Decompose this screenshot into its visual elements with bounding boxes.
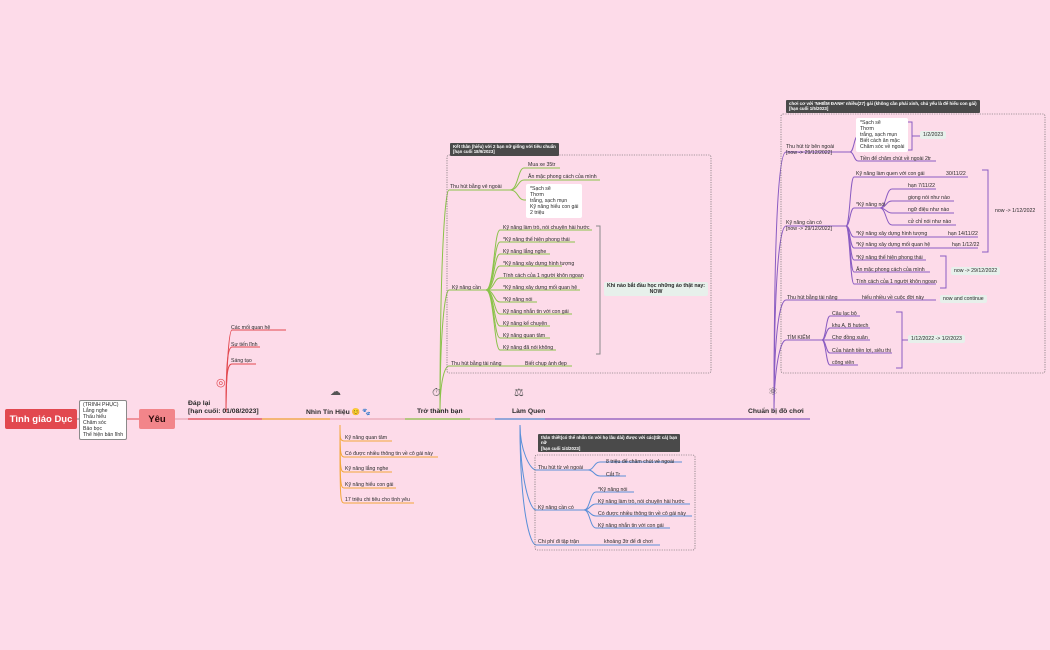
ngoai-label[interactable]: Thu hút bằng vẻ ngoài [450,184,502,190]
kynang-summary[interactable]: Khi nào bắt đầu học những áo thật nay: N… [604,282,708,296]
branch-lam-quen[interactable]: Làm Quen [512,408,546,415]
kynang-item[interactable]: *Kỹ năng nói [503,297,533,303]
tainang-item[interactable]: Biết chụp ảnh đẹp [525,361,567,367]
cb-ngoai-note: *Sạch sẽ Thơm trắng, sạch mụn Biết cách … [856,118,909,152]
cb-timkiem-item[interactable]: Của hành tiền lợi, siêu thị [832,348,891,354]
atom-icon: ⚛ [768,386,778,398]
branch-tro-thanh-ban[interactable]: Trở thành bạn [417,408,463,415]
ngoai-item[interactable]: Ăn mặc phong cách của mình [528,174,597,180]
branch-dap-lai[interactable]: Đáp lại [hạn cuối: 01/08/2023] [188,400,259,415]
kynang-item[interactable]: Tính cách của 1 người khôn ngoan [503,273,584,279]
cb-ngoai-label[interactable]: Thu hút từ bên ngoài [now -> 29/12/2022] [786,144,835,156]
cb-kn-noi-item[interactable]: hạn 7/11/22 [908,183,936,189]
target-icon: ◎ [216,377,226,389]
cb-kn-tinhcach[interactable]: Tính cách của 1 người khôn ngoan [856,279,937,285]
cb-timkiem-label[interactable]: TÌM KIẾM [787,335,811,341]
lq-kynang-item[interactable]: Kỹ năng làm trò, nói chuyện hài hước [598,499,685,505]
cb-kn-hinhtuong-date[interactable]: hạn 14/11/22 [948,231,978,237]
lq-kynang-item[interactable]: *Kỹ năng nói [598,487,628,493]
dap-lai-item[interactable]: Các mối quan hệ [231,325,271,331]
dap-lai-item[interactable]: Sự tiến lĩnh [231,342,258,348]
kynang-item[interactable]: Kỹ năng đã nói không [503,345,554,351]
cb-tainang-item[interactable]: hiểu nhiều về cuộc đời này [862,295,924,301]
cb-tainang-date[interactable]: now and continue [940,295,987,303]
kynang-item[interactable]: Kỹ năng quan tâm [503,333,546,339]
kynang-item[interactable]: *Kỹ năng thể hiện phong thái [503,237,570,243]
branch-chuan-bi[interactable]: Chuẩn bị đồ chơi [748,408,804,415]
cb-kn-noi-item[interactable]: giọng nói như nào [908,195,950,201]
dap-lai-item[interactable]: Sáng tạo [231,358,252,364]
ngoai-item[interactable]: Mua xe 35tr [528,162,556,168]
cb-kn-now2[interactable]: now -> 29/12/2022 [951,267,1001,275]
root-node[interactable]: Tình giáo Dục [5,409,77,429]
cb-kn-moiquanhe[interactable]: *Kỹ năng xây dựng mối quan hệ [856,242,931,248]
cb-kn-noi[interactable]: *Kỹ năng nói [856,202,886,208]
yeu-note: (TRINH PHỤC) Lắng nghe Thấu hiểu Chăm só… [79,400,128,440]
nhin-tin-hieu-item[interactable]: Có được nhiều thông tin về cô gái này [345,451,433,457]
cb-kn-moiquanhe-date[interactable]: hạn 1/12/22 [952,242,980,248]
cb-kn-hinhtuong[interactable]: *Kỹ năng xây dựng hình tượng [856,231,928,237]
cb-kn-noi-item[interactable]: cử chỉ nói như nào [908,219,952,225]
chuan-bi-header: chơi cơ với 'NHIỀM ĐANH' nhiều(27) gái (… [786,100,980,113]
nhin-tin-hieu-item[interactable]: Kỹ năng hiểu con gái [345,482,394,488]
nhin-tin-hieu-item[interactable]: Kỹ năng lắng nghe [345,466,389,472]
cb-timkiem-item[interactable]: Câu lạc bộ [832,311,857,317]
cb-ngoai-item[interactable]: Tiền để chăm chút về ngoài 2tr [860,156,932,162]
lq-chiphi-label[interactable]: Chi phí đi tập trận [538,539,579,545]
cb-kn-lamquen[interactable]: Kỹ năng làm quen với con gái [856,171,925,177]
lq-kynang-item[interactable]: Có được nhiều thông tin về cô gái này [598,511,686,517]
lq-ngoai-label[interactable]: Thu hút từ vẻ ngoài [538,465,584,471]
yeu-node[interactable]: Yêu [139,409,175,429]
lq-kynang-item[interactable]: Kỹ năng nhắn tin với con gái [598,523,664,529]
cb-kn-lamquen-date[interactable]: 30/11/22 [946,171,966,177]
cb-ngoai-date[interactable]: 1/2/2023 [920,131,947,139]
cb-timkiem-item[interactable]: khu A, B hutech [832,323,869,329]
lq-kynang-label[interactable]: Kỹ năng cần có [538,505,574,511]
kynang-item[interactable]: Kỹ năng nhắn tin với con gái [503,309,569,315]
cb-tainang-label[interactable]: Thu hút bằng tài năng [787,295,838,301]
rain-cloud-icon: ☁ [330,386,341,398]
lq-ngoai-item[interactable]: 8 triệu để chăm chút vẻ ngoài [606,459,675,465]
lq-chiphi-item[interactable]: khoảng 3tr để đi chơi [604,539,653,545]
tainang-label[interactable]: Thu hút bằng tài năng [451,361,502,367]
cb-kynang-label[interactable]: Kỹ năng cần có [now -> 29/12/2022] [786,220,833,232]
nhin-tin-hieu-item[interactable]: Kỹ năng quan tâm [345,435,388,441]
cb-timkiem-date[interactable]: 1/12/2022 -> 1/2/2023 [908,335,965,343]
stopwatch-icon: ⏱ [432,387,441,399]
nhin-tin-hieu-item[interactable]: 17 triệu chi tiêu cho tình yêu [345,497,410,503]
tro-thanh-ban-header: Kết thân (hiểu) với 2 bạn nữ giống với t… [450,143,559,156]
cb-timkiem-item[interactable]: Chợ đồng xuân [832,335,868,341]
lq-ngoai-item[interactable]: Cắt Tr [606,472,621,478]
cb-kn-anmac[interactable]: Ăn mặc phong cách của mình [856,267,925,273]
kynang-item[interactable]: *Kỹ năng xây dựng hình tượng [503,261,575,267]
kynang-item[interactable]: *Kỹ năng xây dựng mối quan hệ [503,285,578,291]
newton-cradle-icon: ⚖ [514,387,524,399]
cb-timkiem-item[interactable]: công viên [832,360,855,366]
cb-kn-phongthai[interactable]: *Kỹ năng thể hiện phong thái [856,255,923,261]
branch-nhin-tin-hieu[interactable]: Nhìn Tín Hiệu 😊 🐾 [306,409,371,416]
kynang-item[interactable]: Kỹ năng lắng nghe [503,249,547,255]
cb-kn-now1[interactable]: now -> 1/12/2022 [995,208,1036,214]
lam-quen-header: thân thiết(có thể nhắn tin với họ lâu dà… [538,434,681,453]
kynang-label[interactable]: Kỹ năng cần [452,285,481,291]
kynang-item[interactable]: Kỹ năng làm trò, nói chuyện hài hước [503,225,590,231]
ngoai-note: *Sạch sẽ Thơm trắng, sạch mụn Kỹ năng hi… [526,184,583,218]
cb-kn-noi-item[interactable]: ngữ điệu như nào [908,207,950,213]
kynang-item[interactable]: Kỹ năng kể chuyện [503,321,548,327]
